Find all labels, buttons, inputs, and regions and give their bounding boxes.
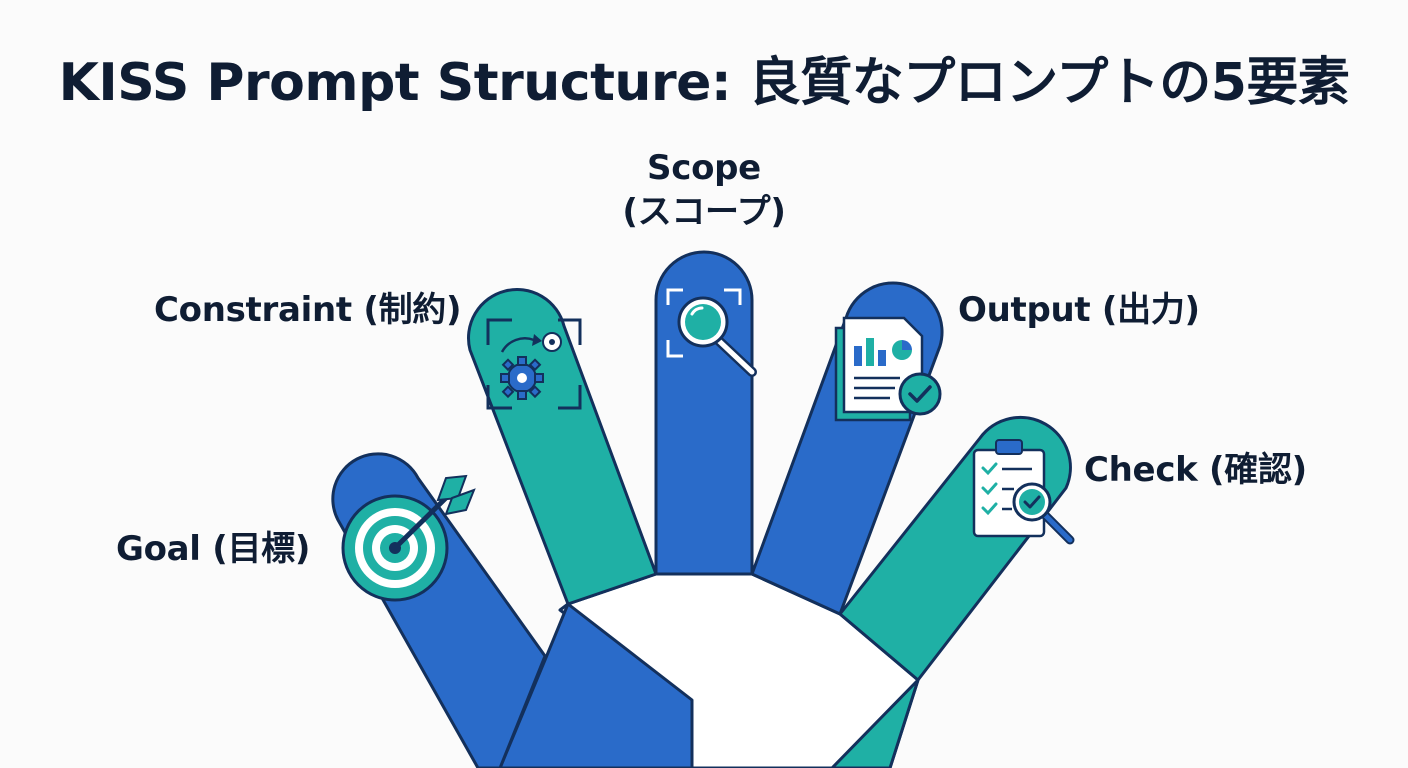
gears-cycle-icon	[486, 318, 582, 410]
label-output: Output (出力)	[958, 290, 1200, 330]
target-arrow-icon	[341, 474, 476, 602]
palm-teal-right	[830, 678, 920, 768]
checklist-search-icon	[972, 439, 1075, 545]
label-constraint: Constraint (制約)	[154, 290, 462, 330]
label-scope: Scope (スコープ)	[600, 146, 808, 234]
label-goal: Goal (目標)	[116, 529, 311, 569]
finger-constraint	[467, 288, 658, 606]
label-check: Check (確認)	[1084, 450, 1307, 490]
label-scope-line2: (スコープ)	[622, 192, 786, 232]
label-scope-line1: Scope	[647, 148, 761, 188]
finger-goal	[331, 452, 547, 768]
page-title: KISS Prompt Structure: 良質なプロンプトの5要素	[58, 53, 1350, 113]
report-check-icon	[834, 316, 942, 422]
magnifier-focus-icon	[666, 288, 757, 377]
